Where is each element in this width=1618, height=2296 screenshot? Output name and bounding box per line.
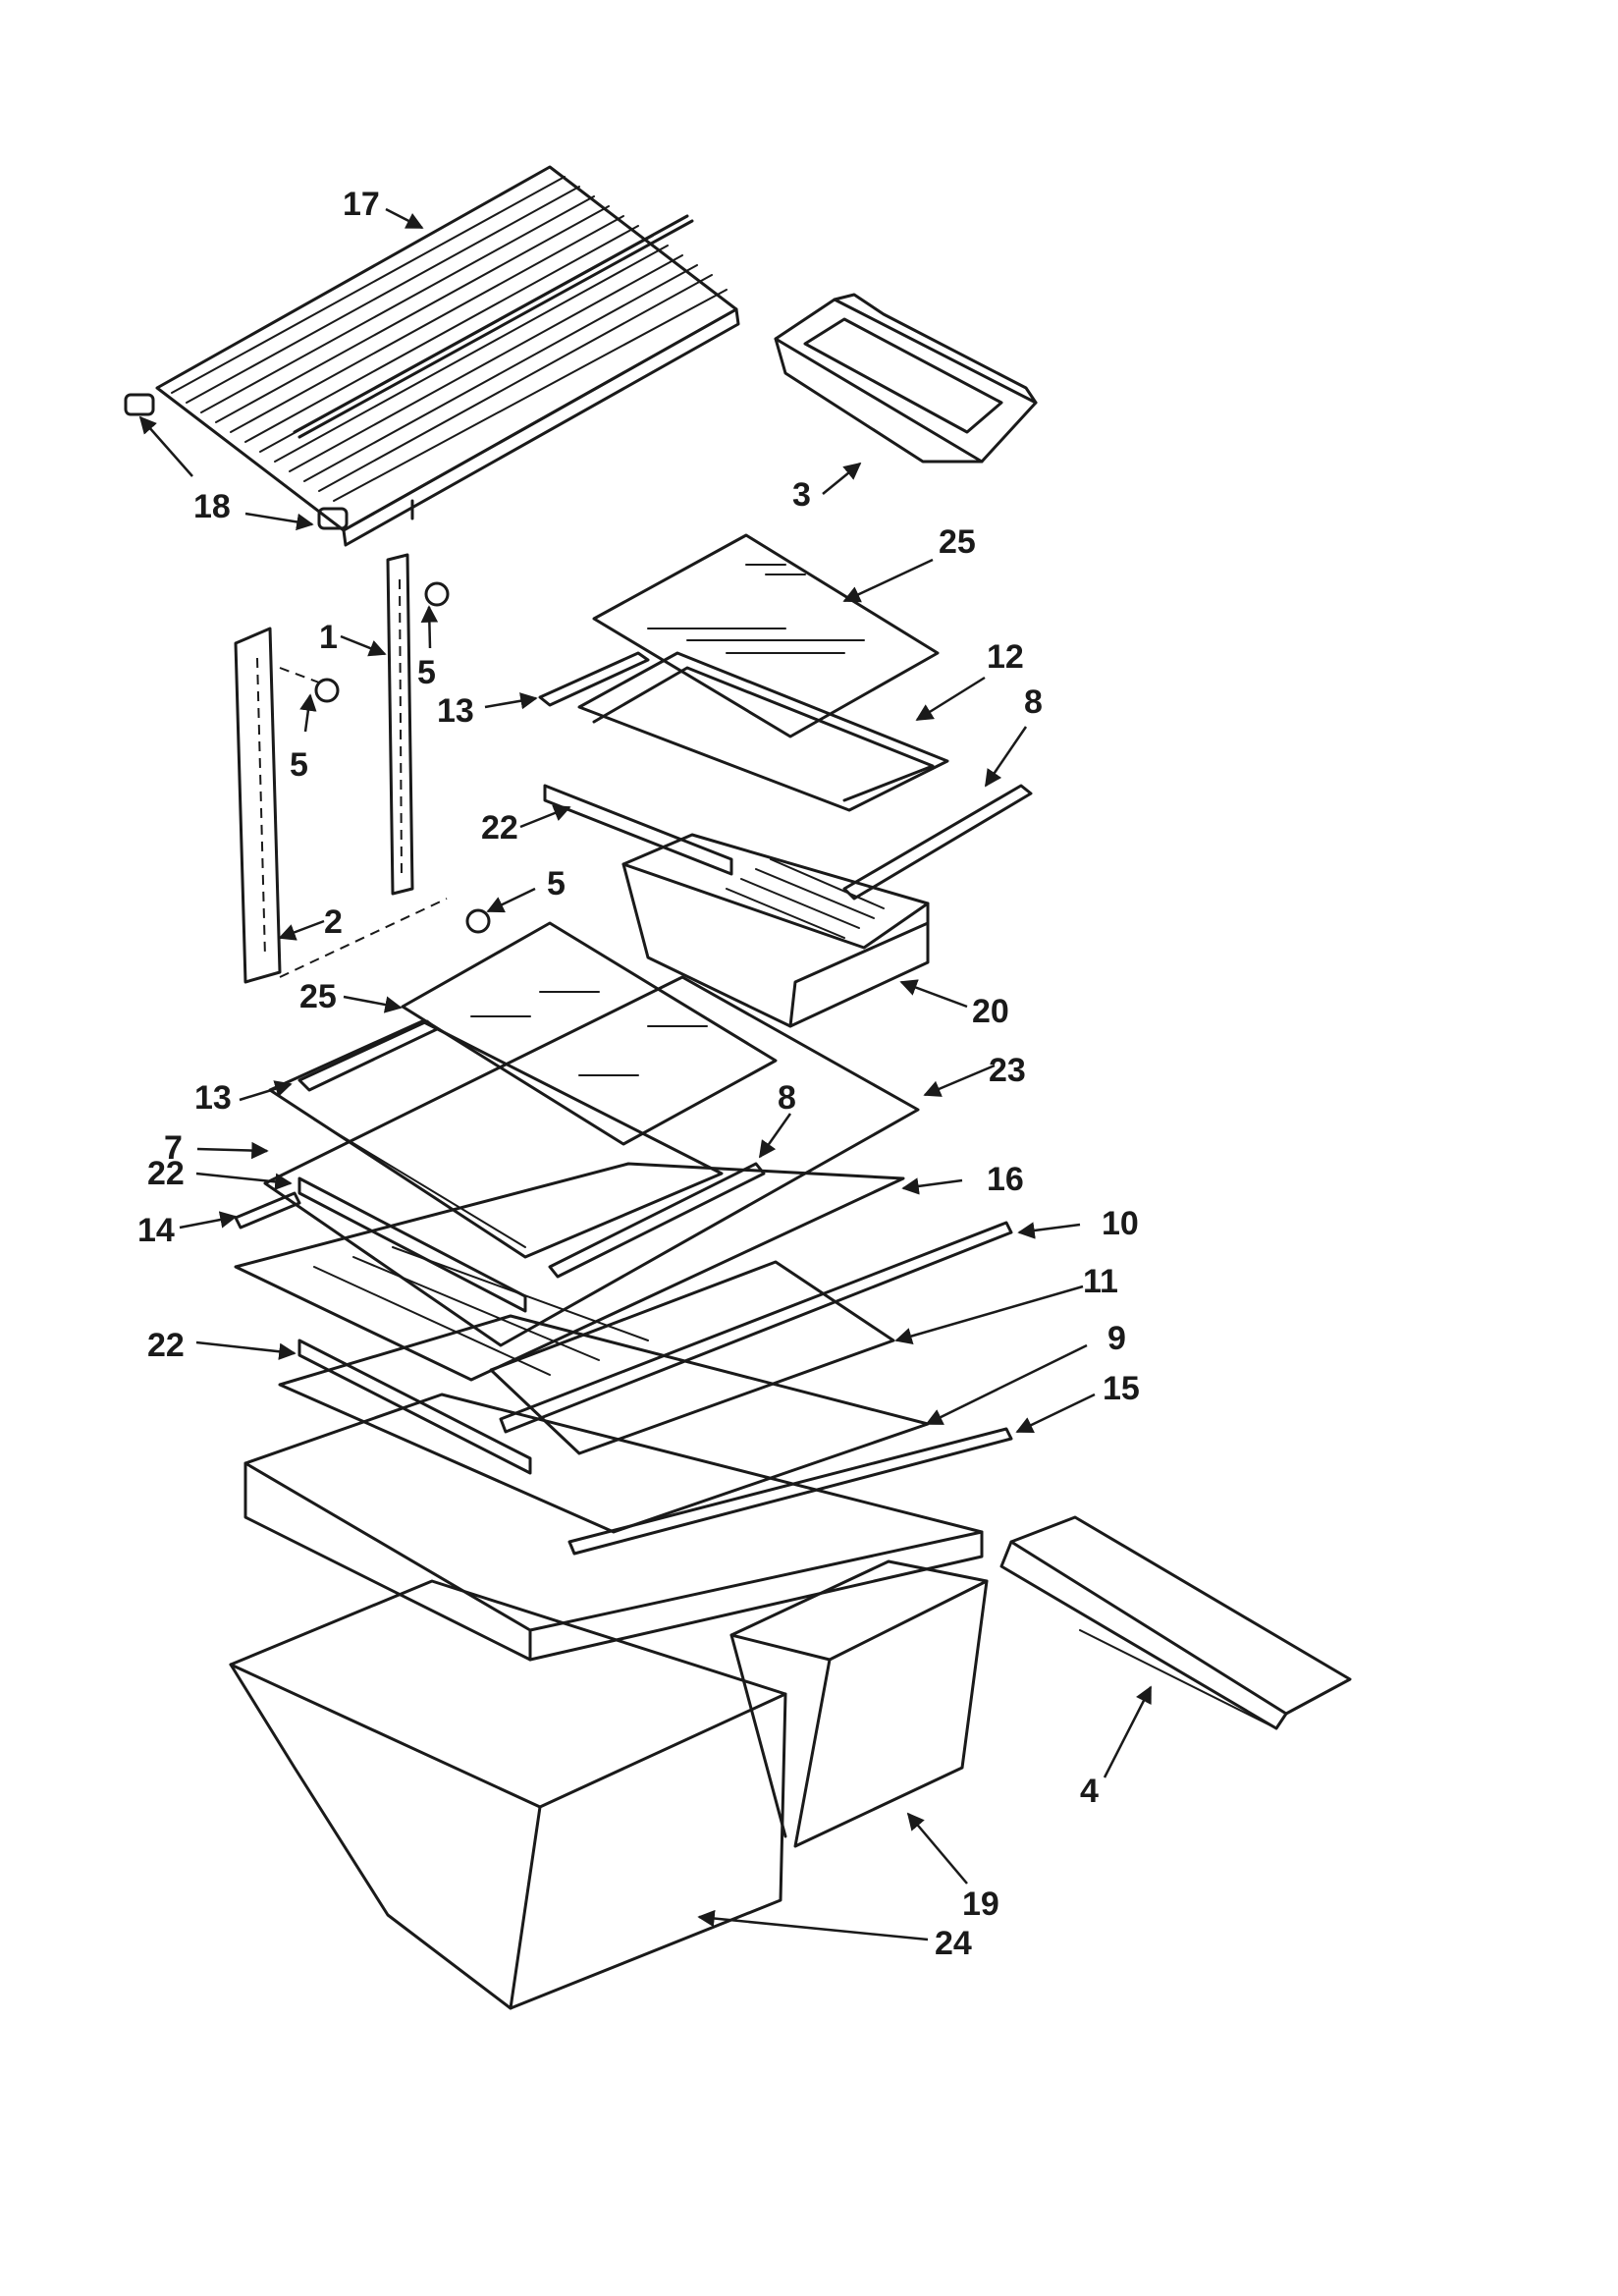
crisper-drawer xyxy=(229,1579,787,2010)
shelf-trim xyxy=(499,1221,1013,1434)
callout-22: 22 xyxy=(147,1327,185,1364)
shelf-trim xyxy=(548,1162,766,1279)
crisper-cover xyxy=(243,1393,984,1662)
callout-13: 13 xyxy=(437,692,474,730)
callout-11: 11 xyxy=(1083,1263,1118,1300)
shelf-trim xyxy=(567,1427,1013,1556)
crisper-bracket xyxy=(999,1515,1352,1730)
shelf-trim xyxy=(538,651,650,707)
callout-16: 16 xyxy=(987,1161,1024,1198)
callout-14: 14 xyxy=(137,1212,175,1249)
callout-10: 10 xyxy=(1102,1205,1139,1242)
callout-9: 9 xyxy=(1107,1320,1126,1357)
callout-3: 3 xyxy=(792,476,811,514)
callout-20: 20 xyxy=(972,993,1009,1030)
glass-shelf xyxy=(489,1260,895,1455)
crisper-drawer xyxy=(729,1559,989,1848)
callout-5: 5 xyxy=(547,865,566,902)
crisper-drawer xyxy=(621,833,930,1028)
shelf-trim xyxy=(297,1019,439,1092)
wire-shelf xyxy=(155,165,740,547)
shelf-seal xyxy=(297,1339,532,1475)
callout-25: 25 xyxy=(299,978,337,1015)
rail-link-line xyxy=(279,667,320,683)
callout-19: 19 xyxy=(962,1886,999,1923)
shelf-seal xyxy=(297,1176,527,1313)
storage-bin xyxy=(774,293,1038,464)
callout-1: 1 xyxy=(319,619,338,656)
ladder-rail xyxy=(386,553,414,896)
callout-23: 23 xyxy=(989,1052,1026,1089)
callout-5: 5 xyxy=(417,654,436,691)
callout-5: 5 xyxy=(290,746,308,784)
callout-2: 2 xyxy=(324,903,343,941)
shelf-trim xyxy=(842,784,1033,901)
callout-7: 7 xyxy=(164,1129,183,1167)
callout-17: 17 xyxy=(343,186,380,223)
shelf-end-cap xyxy=(124,393,349,530)
callout-13: 13 xyxy=(194,1079,232,1117)
callout-8: 8 xyxy=(1024,683,1043,721)
callout-24: 24 xyxy=(935,1925,972,1962)
shelf-trim xyxy=(543,784,733,876)
callout-25: 25 xyxy=(939,523,976,561)
callout-22: 22 xyxy=(481,809,518,847)
part-callouts: 17 18 3 25 1 5 5 13 12 8 22 5 2 20 25 23… xyxy=(137,186,1140,1962)
ladder-rail xyxy=(234,627,282,984)
callout-18: 18 xyxy=(193,488,231,525)
glass-shelf xyxy=(401,921,778,1146)
shelf-frame xyxy=(577,651,949,812)
callout-22: 22 xyxy=(147,1155,185,1192)
shelf-frame xyxy=(278,1314,930,1534)
callout-12: 12 xyxy=(987,638,1024,676)
screw xyxy=(314,581,491,934)
leader-lines xyxy=(138,207,1153,1941)
shelf-trim xyxy=(234,1191,301,1230)
callout-8: 8 xyxy=(778,1079,796,1117)
glass-shelf xyxy=(263,975,920,1347)
rail-link-line xyxy=(279,898,448,978)
callout-15: 15 xyxy=(1103,1370,1140,1407)
shelf-frame xyxy=(268,1019,724,1259)
glass-shelf xyxy=(592,533,940,738)
callout-4: 4 xyxy=(1080,1773,1099,1810)
